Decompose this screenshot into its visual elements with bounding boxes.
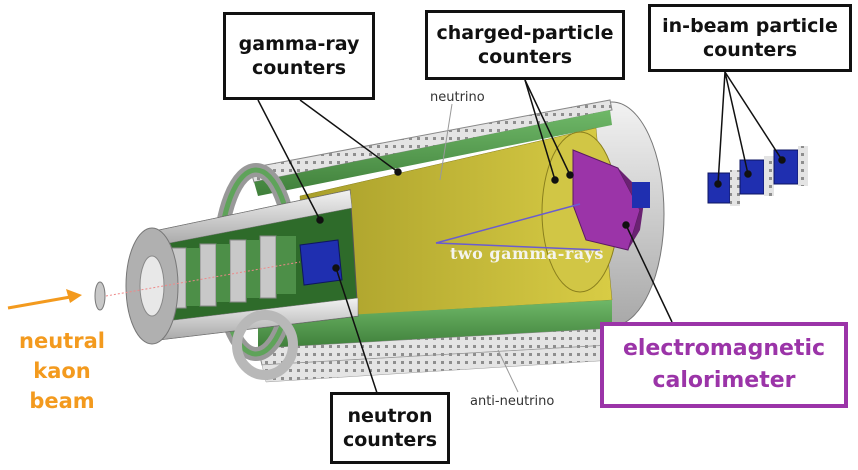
gamma-ray-counters-label: gamma-ray counters (223, 12, 375, 100)
anti-neutrino-label: anti-neutrino (470, 394, 555, 409)
in-beam-label-line1: in-beam particle (662, 15, 838, 37)
beam-label-line3: beam (29, 389, 95, 413)
neutron-label-line2: counters (342, 429, 438, 451)
neutrino-label: neutrino (430, 90, 485, 105)
beam-label: neutral kaon beam (12, 326, 112, 416)
beam-label-line2: kaon (33, 359, 91, 383)
gamma-ray-label-line1: gamma-ray (238, 33, 360, 55)
charged-label-line1: charged-particle (436, 22, 614, 44)
calorimeter-label: electromagnetic calorimeter (600, 322, 848, 408)
charged-label-line2: counters (477, 46, 573, 68)
charged-particle-counters-label: charged-particle counters (425, 10, 625, 80)
in-beam-label-line2: counters (702, 39, 798, 61)
in-beam-counters-label: in-beam particle counters (648, 4, 852, 72)
leader-lines (257, 71, 786, 397)
calorimeter-label-line2: calorimeter (652, 368, 796, 393)
gamma-ray-label-line2: counters (251, 57, 347, 79)
in-beam-counters (707, 146, 808, 206)
neutron-label-line1: neutron (347, 405, 433, 427)
gamma-ray-tracks (435, 203, 601, 251)
calorimeter-label-line1: electromagnetic (622, 336, 826, 361)
inner-barrel (125, 189, 359, 380)
beam-arrow (7, 261, 301, 311)
two-gamma-rays-label: two gamma-rays (450, 244, 604, 263)
beam-label-line1: neutral (19, 329, 105, 353)
neutron-counters-label: neutron counters (330, 392, 450, 464)
